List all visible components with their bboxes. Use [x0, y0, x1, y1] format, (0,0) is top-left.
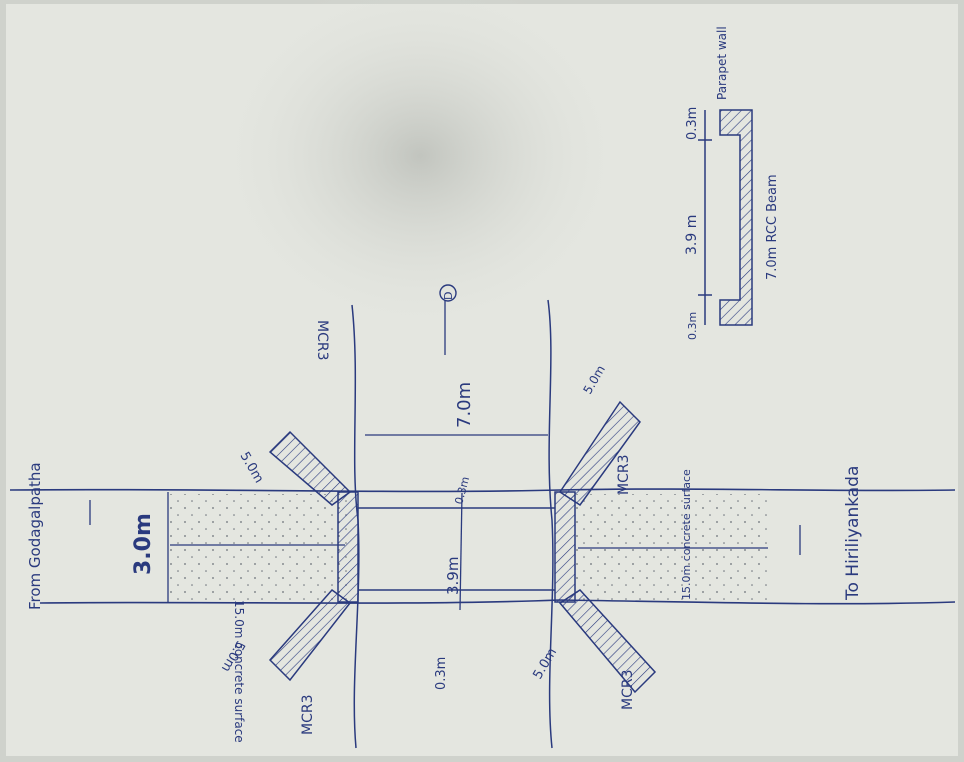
wing-walls	[268, 400, 657, 694]
beam-dim-line	[698, 110, 712, 325]
section-top-dim: 0.3m	[685, 107, 700, 140]
parapet-label: Parapet wall	[715, 26, 729, 100]
beam-section-outline	[719, 109, 753, 326]
span-label: 7.0m	[454, 382, 475, 428]
road-edges	[9, 488, 956, 605]
stream-bank-right	[547, 299, 554, 749]
mcr-top-right: MCR3	[616, 455, 632, 496]
road-width-dimension	[89, 300, 801, 611]
left-surface-label: 15.0m concrete surface	[232, 600, 246, 743]
wing-wall-bottom-right	[558, 589, 657, 694]
from-place-label: From Godagalpatha	[26, 462, 44, 610]
road-edge-bottom	[39, 599, 956, 605]
wing-wall-bottom-left	[268, 588, 352, 682]
wing-wall-top-left	[268, 430, 352, 506]
flow-arrow-label: D	[442, 292, 455, 300]
clear-width-label: 3.9m	[444, 557, 462, 595]
section-bottom-dim: 0.3m	[686, 312, 699, 340]
flow-arrow-head	[439, 284, 457, 302]
beam-cross-section	[698, 109, 753, 326]
right-concrete-surface	[575, 494, 770, 600]
wall-thickness-bottom: 0.3m	[434, 657, 449, 690]
culvert-right-wall	[554, 491, 576, 603]
paper-shadow	[150, 0, 750, 520]
left-concrete-surface	[170, 494, 350, 600]
to-place-label: To Hiriliyankada	[843, 466, 863, 601]
wing-wall-top-right	[558, 400, 641, 507]
mcr-bottom-right: MCR3	[620, 670, 636, 711]
mcr-top-left: MCR3	[314, 320, 330, 361]
right-surface-label: 15.0m concrete surface	[680, 469, 693, 600]
beam-label: 7.0m RCC Beam	[765, 174, 780, 280]
culvert-left-wall	[337, 491, 359, 603]
section-span-dim: 3.9 m	[684, 215, 700, 255]
mcr-bottom-left: MCR3	[300, 695, 316, 736]
road-width-label: 3.0m	[131, 513, 156, 575]
road-edge-top	[9, 488, 956, 493]
